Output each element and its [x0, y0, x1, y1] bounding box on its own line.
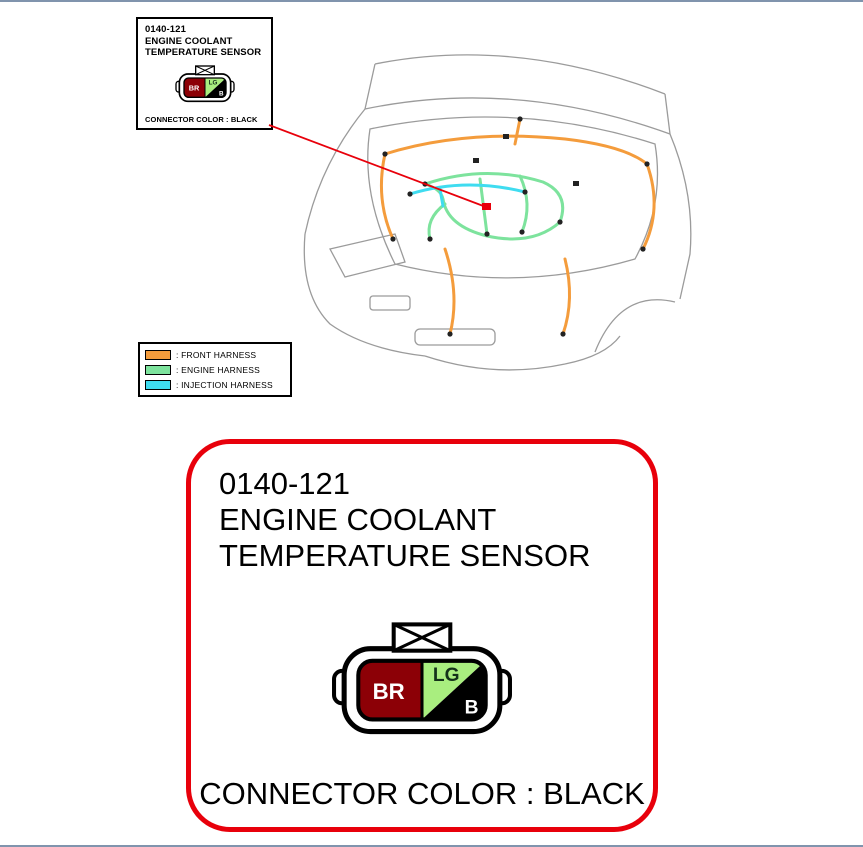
connector-color-label: CONNECTOR COLOR : BLACK	[145, 114, 258, 124]
car-outline	[303, 54, 692, 371]
terminal-b-label: B	[219, 90, 224, 97]
injection-harness-lines	[408, 183, 527, 208]
legend-item-engine-harness: : ENGINE HARNESS	[145, 362, 285, 377]
front-harness-label: : FRONT HARNESS	[176, 349, 257, 360]
front-harness-lines	[379, 117, 656, 336]
detail-card-heading: 0140-121 ENGINE COOLANT TEMPERATURE SENS…	[219, 466, 590, 574]
detail-connector-color-label: CONNECTOR COLOR : BLACK	[199, 776, 645, 811]
detail-name-line1: ENGINE COOLANT	[219, 502, 497, 537]
detail-name-line2: TEMPERATURE SENSOR	[219, 538, 591, 573]
injection-harness-swatch	[145, 379, 171, 390]
engine-harness-lines	[423, 172, 565, 241]
terminal-lg-label: LG	[208, 79, 217, 86]
connector-diagram: BR LG B	[332, 622, 512, 735]
injection-harness-label: : INJECTION HARNESS	[176, 379, 273, 390]
connector-dots	[382, 116, 650, 337]
connector-pinout-diagram: BR LG B	[331, 612, 513, 751]
sensor-code: 0140-121	[145, 24, 186, 35]
engine-harness-swatch	[145, 364, 171, 375]
connector-icon: BR LG B	[174, 64, 235, 102]
connector-pinout-icon: BR LG B	[145, 62, 264, 111]
terminal-b-label: B	[465, 697, 479, 718]
detail-code: 0140-121	[219, 466, 351, 501]
sensor-name-line1: ENGINE COOLANT	[145, 35, 233, 47]
terminal-br	[358, 660, 422, 720]
legend-item-front-harness: : FRONT HARNESS	[145, 347, 285, 362]
harness-legend: : FRONT HARNESS : ENGINE HARNESS : INJEC…	[138, 342, 292, 397]
terminal-br-label: BR	[188, 83, 199, 92]
terminal-lg-label: LG	[433, 665, 460, 686]
legend-item-injection-harness: : INJECTION HARNESS	[145, 377, 285, 392]
front-harness-swatch	[145, 349, 171, 360]
terminal-br-label: BR	[373, 679, 405, 704]
sensor-name-line2: TEMPERATURE SENSOR	[145, 47, 262, 58]
engine-harness-label: : ENGINE HARNESS	[176, 364, 260, 375]
connector-detail-card: 0140-121 ENGINE COOLANT TEMPERATURE SENS…	[186, 439, 658, 832]
engine-bay-illustration	[303, 54, 692, 371]
sensor-callout-box: 0140-121 ENGINE COOLANT TEMPERATURE SENS…	[136, 17, 273, 130]
